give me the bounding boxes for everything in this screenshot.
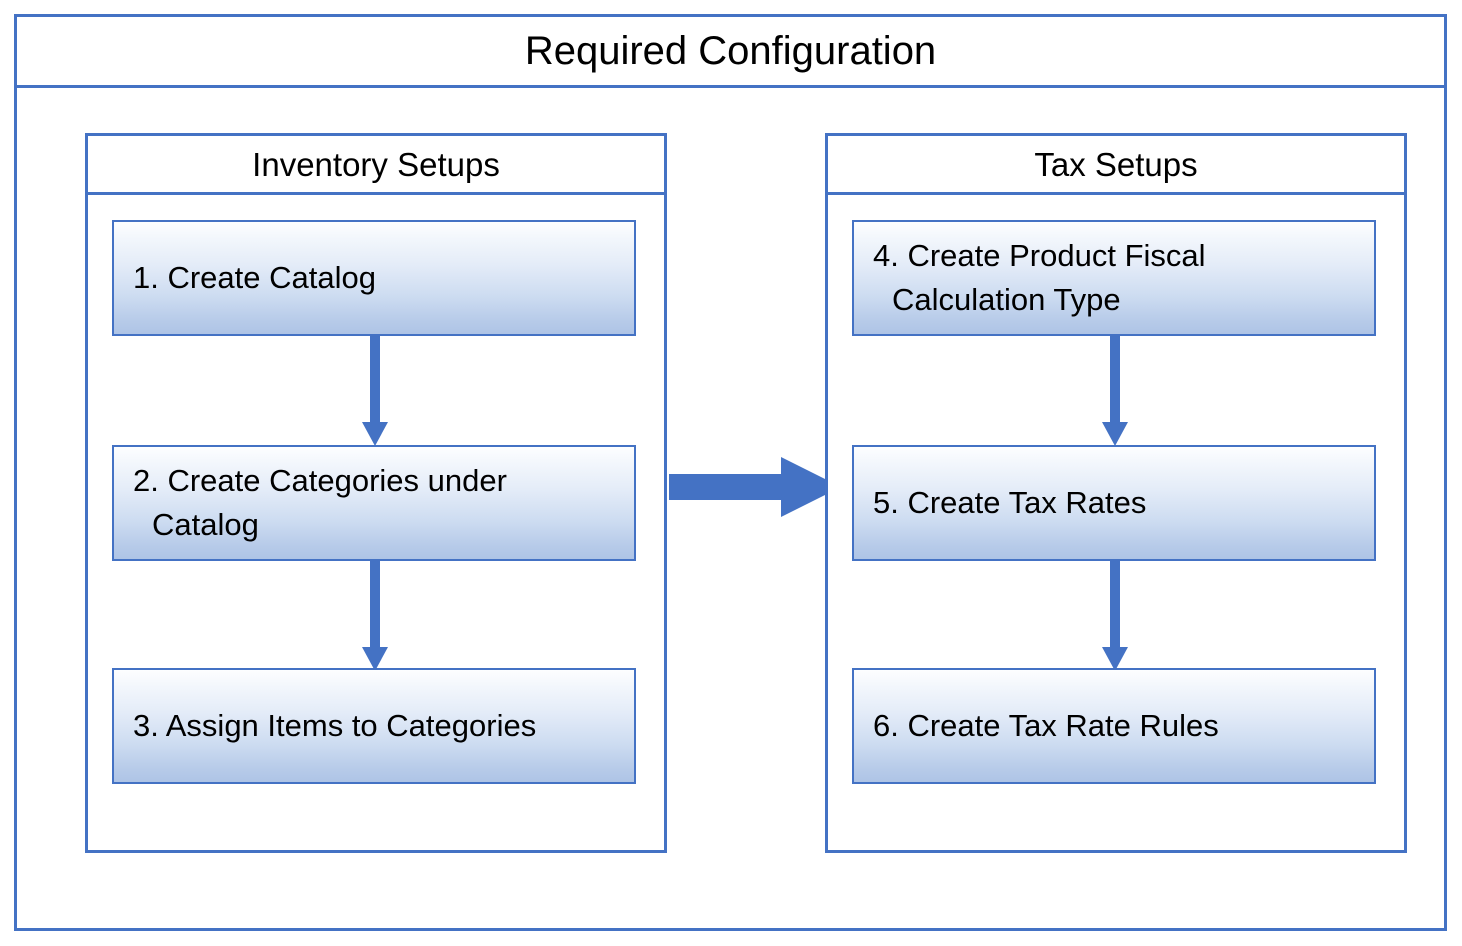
step-box-5[interactable]: 5. Create Tax Rates xyxy=(852,445,1376,561)
step-box-2-label: 2. Create Categories under Catalog xyxy=(133,462,507,542)
arrow-shaft xyxy=(669,474,783,500)
arrow-head-down-icon xyxy=(1102,647,1128,671)
arrow-inventory-to-tax xyxy=(669,457,841,517)
step-box-2[interactable]: 2. Create Categories under Catalog xyxy=(112,445,636,561)
arrow-shaft xyxy=(1110,336,1120,424)
arrow-head-down-icon xyxy=(362,422,388,446)
step-box-1-label: 1. Create Catalog xyxy=(133,259,376,295)
panel-tax-setups: Tax Setups 4. Create Product Fiscal Calc… xyxy=(825,133,1407,853)
arrow-step-2-to-3 xyxy=(362,561,388,671)
diagram-outer-frame: Required Configuration Inventory Setups … xyxy=(14,14,1447,931)
panel-tax-body: 4. Create Product Fiscal Calculation Typ… xyxy=(828,195,1404,850)
step-box-6-label: 6. Create Tax Rate Rules xyxy=(873,707,1219,743)
panel-tax-title-bar: Tax Setups xyxy=(828,136,1404,195)
arrow-shaft xyxy=(1110,561,1120,649)
step-box-4[interactable]: 4. Create Product Fiscal Calculation Typ… xyxy=(852,220,1376,336)
arrow-head-down-icon xyxy=(362,647,388,671)
panel-inventory-title-bar: Inventory Setups xyxy=(88,136,664,195)
panel-inventory-setups: Inventory Setups 1. Create Catalog 2. Cr… xyxy=(85,133,667,853)
panel-inventory-title: Inventory Setups xyxy=(252,145,500,183)
step-box-5-label: 5. Create Tax Rates xyxy=(873,484,1147,520)
arrow-step-5-to-6 xyxy=(1102,561,1128,671)
step-box-1[interactable]: 1. Create Catalog xyxy=(112,220,636,336)
arrow-step-4-to-5 xyxy=(1102,336,1128,446)
panel-inventory-body: 1. Create Catalog 2. Create Categories u… xyxy=(88,195,664,850)
arrow-step-1-to-2 xyxy=(362,336,388,446)
step-box-4-label: 4. Create Product Fiscal Calculation Typ… xyxy=(873,237,1206,317)
arrow-shaft xyxy=(370,561,380,649)
diagram-title-bar: Required Configuration xyxy=(17,17,1444,88)
panel-tax-title: Tax Setups xyxy=(1034,145,1198,183)
step-box-3-label: 3. Assign Items to Categories xyxy=(133,707,537,743)
arrow-shaft xyxy=(370,336,380,424)
arrow-head-down-icon xyxy=(1102,422,1128,446)
step-box-3[interactable]: 3. Assign Items to Categories xyxy=(112,668,636,784)
step-box-6[interactable]: 6. Create Tax Rate Rules xyxy=(852,668,1376,784)
diagram-title: Required Configuration xyxy=(524,29,937,73)
